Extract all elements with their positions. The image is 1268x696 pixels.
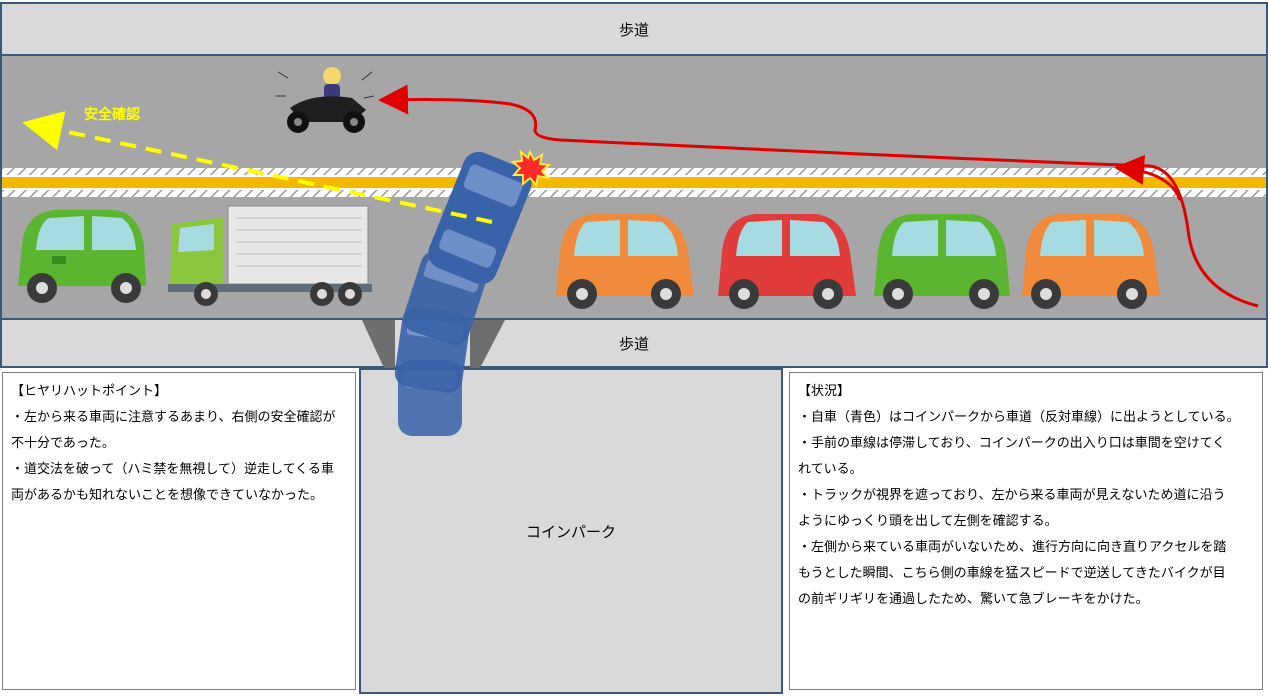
situation-line: ・左側から来ている車両がいないため、進行方向に向き直りアクセルを踏 bbox=[798, 540, 1227, 555]
car-icon bbox=[1022, 214, 1160, 309]
hiyari-point-line: ・左から来る車両に注意するあまり、右側の安全確認が bbox=[11, 410, 336, 425]
situation-line: もうとした瞬間、こちら側の車線を猛スピードで逆送してきたバイクが目 bbox=[798, 566, 1226, 581]
hiyari-point-line: 不十分であった。 bbox=[11, 436, 115, 451]
driveway-left-slope bbox=[362, 320, 395, 368]
safety-check-sightline bbox=[22, 111, 493, 224]
situation-line: の前ギリギリを通過したため、驚いて急ブレーキをかけた。 bbox=[798, 592, 1149, 607]
hiyari-point-box: 【ヒヤリハットポイント】 ・左から来る車両に注意するあまり、右側の安全確認が 不… bbox=[2, 372, 356, 690]
car-icon bbox=[18, 210, 146, 303]
situation-line: れている。 bbox=[798, 462, 863, 477]
car-icon bbox=[718, 214, 856, 309]
situation-line: ・手前の車線は停滞しており、コインパークの出入り口は車間を空けてく bbox=[798, 436, 1226, 451]
situation-box: 【状況】 ・自車（青色）はコインパークから車道（反対車線）に出ようとしている。 … bbox=[789, 372, 1263, 690]
situation-line: ・トラックが視界を遮っており、左から来る車両が見えないため道に沿う bbox=[798, 488, 1226, 503]
coin-parking-label: コインパーク bbox=[525, 522, 616, 541]
center-median bbox=[2, 168, 1266, 197]
hiyari-point-heading: 【ヒヤリハットポイント】 bbox=[11, 384, 168, 399]
sidewalk-top-label: 歩道 bbox=[618, 20, 649, 39]
driveway-right-slope bbox=[470, 320, 505, 368]
safety-check-label: 安全確認 bbox=[84, 106, 140, 123]
sidewalk-top: 歩道 bbox=[0, 2, 1268, 56]
situation-line: ・自車（青色）はコインパークから車道（反対車線）に出ようとしている。 bbox=[798, 410, 1240, 425]
car-icon bbox=[556, 214, 694, 309]
motorcycle-path-arrow bbox=[378, 84, 1259, 308]
sidewalk-bottom: 歩道 bbox=[0, 318, 1268, 368]
sidewalk-bottom-label: 歩道 bbox=[618, 334, 649, 353]
collision-icon bbox=[510, 149, 552, 188]
car-icon bbox=[874, 214, 1010, 309]
truck-icon bbox=[168, 205, 372, 306]
situation-line: ようにゆっくり頭を出して左側を確認する。 bbox=[798, 514, 1058, 529]
situation-heading: 【状況】 bbox=[798, 384, 851, 399]
hiyari-point-line: 両があるかも知れないことを想像できていなかった。 bbox=[11, 488, 324, 503]
own-car-icon bbox=[394, 151, 532, 436]
motorcycle-icon bbox=[276, 67, 375, 133]
hiyari-point-line: ・道交法を破って（ハミ禁を無視して）逆走してくる車 bbox=[11, 462, 334, 477]
motorcycle-path-arrow-branch bbox=[1114, 154, 1182, 201]
